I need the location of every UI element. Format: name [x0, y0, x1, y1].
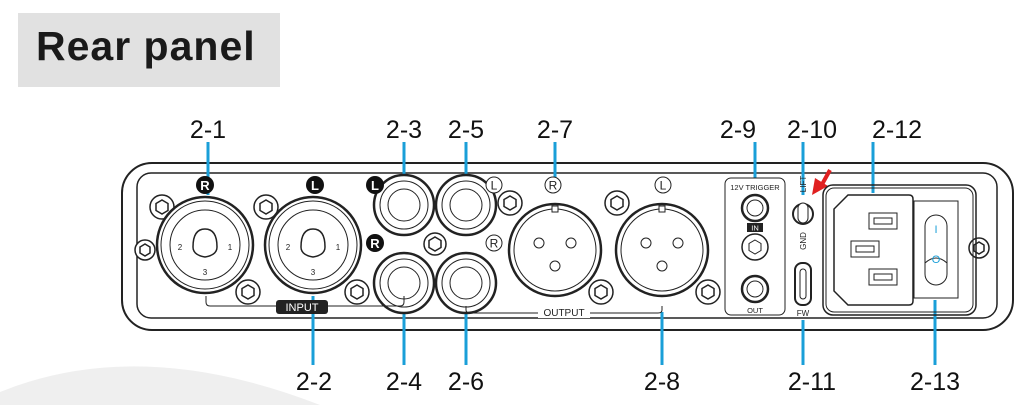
fw-label: FW [797, 309, 810, 318]
callout-2-3: 2-3 [386, 116, 422, 144]
trigger-screw-icon [741, 233, 769, 261]
combo-input-right[interactable]: 2 1 3 [155, 195, 255, 295]
callout-2-13: 2-13 [910, 368, 960, 396]
pin-1-label: 1 [336, 243, 341, 252]
xlr-output-left[interactable] [614, 202, 710, 298]
output-bracket: OUTPUT [465, 306, 663, 319]
pin-1-label: 1 [228, 243, 233, 252]
screw-icons [134, 190, 990, 305]
channel-badges: R L L R L R R L [196, 176, 672, 252]
trigger-in-jack[interactable] [740, 193, 770, 223]
power-switch[interactable]: I O [913, 200, 959, 299]
callout-2-4: 2-4 [386, 368, 422, 396]
ground-lift-toggle[interactable] [792, 202, 814, 225]
trigger-out-jack[interactable] [740, 274, 770, 304]
switch-on-label: I [934, 224, 937, 236]
callout-2-11: 2-11 [788, 368, 836, 396]
badge-left: L [491, 179, 498, 193]
gnd-label: GND [799, 232, 808, 250]
input-bracket: INPUT [205, 296, 405, 314]
callout-2-2: 2-2 [296, 368, 332, 396]
trigger-out-label: OUT [747, 306, 763, 315]
title-box: Rear panel [18, 13, 280, 87]
pin-2-label: 2 [178, 243, 183, 252]
callout-2-6: 2-6 [448, 368, 484, 396]
output-label: OUTPUT [543, 308, 584, 319]
badge-left: L [660, 179, 667, 193]
input-label: INPUT [286, 302, 319, 314]
lift-label: LIFT [799, 176, 808, 193]
callout-2-5: 2-5 [448, 116, 484, 144]
badge-left: L [311, 178, 319, 193]
background-arc [0, 366, 320, 405]
badge-left: L [371, 178, 379, 193]
badge-right: R [549, 179, 558, 193]
pin-3-label: 3 [311, 268, 316, 277]
callout-2-7: 2-7 [537, 116, 573, 144]
pin-3-label: 3 [203, 268, 208, 277]
badge-right: R [370, 236, 380, 251]
rca-output-right[interactable] [434, 251, 498, 315]
badge-right: R [490, 237, 499, 251]
xlr-output-right[interactable] [507, 202, 603, 298]
trigger-group: 12V TRIGGER IN OUT [724, 177, 786, 316]
callout-2-10: 2-10 [787, 116, 837, 144]
trigger-in-label: IN [751, 224, 759, 233]
combo-input-left[interactable]: 2 1 3 [263, 195, 363, 295]
callout-2-9: 2-9 [720, 116, 756, 144]
power-module [822, 184, 977, 316]
callout-2-1: 2-1 [190, 116, 226, 144]
badge-right: R [200, 178, 210, 193]
rca-output-left[interactable] [434, 173, 498, 237]
arrow-icon [812, 169, 832, 195]
rca-input-left[interactable] [372, 173, 436, 237]
callout-2-12: 2-12 [872, 116, 922, 144]
switch-off-label: O [932, 254, 941, 266]
iec-power-inlet[interactable] [833, 194, 914, 306]
usb-c-port[interactable] [794, 262, 812, 306]
pin-2-label: 2 [286, 243, 291, 252]
rca-input-right[interactable] [372, 251, 436, 315]
trigger-label: 12V TRIGGER [730, 183, 780, 192]
callout-2-8: 2-8 [644, 368, 680, 396]
page-title: Rear panel [36, 23, 256, 69]
